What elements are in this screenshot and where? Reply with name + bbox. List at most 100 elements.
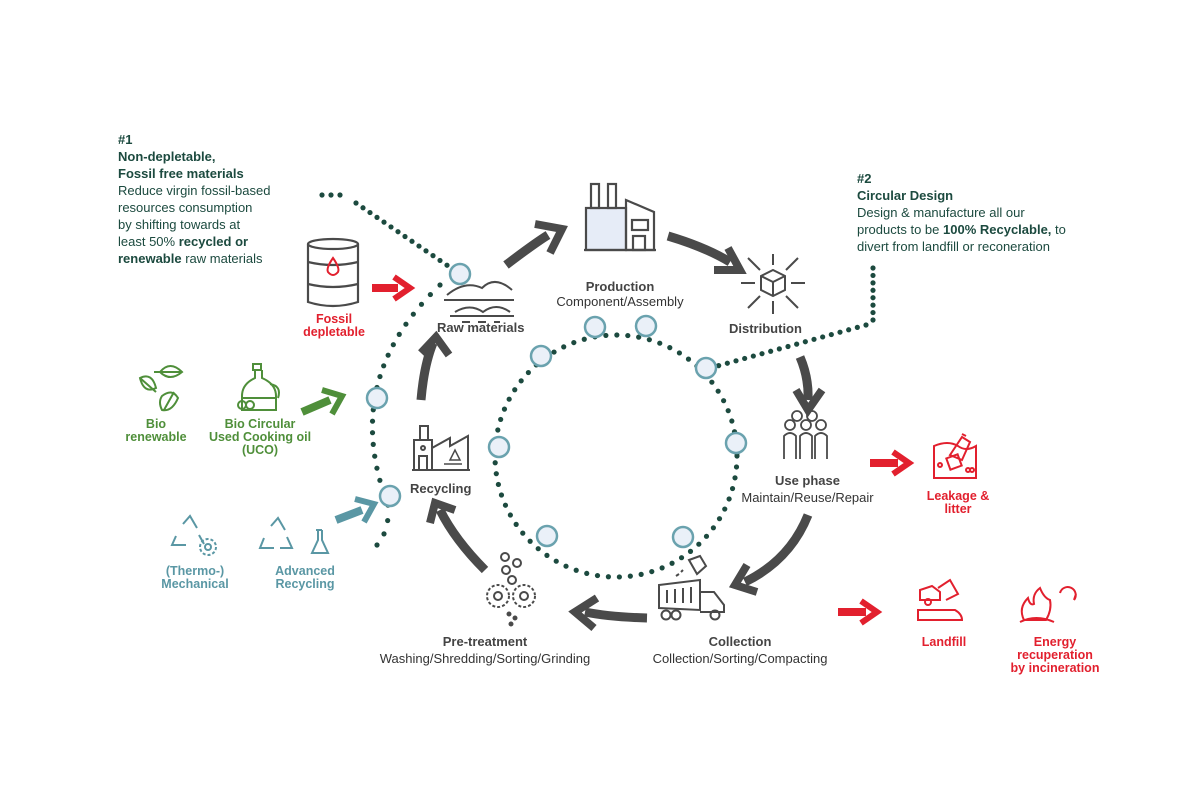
outer-loop-dot [374, 542, 380, 548]
output-energy-line1: Energy [1033, 635, 1077, 649]
dump-truck-icon [917, 578, 964, 621]
cycle-nodes [365, 262, 748, 549]
arrow-use-to-collection [728, 513, 813, 596]
inner-loop-dot [498, 492, 505, 498]
fossil-arrow [372, 274, 416, 302]
arrow-distribution-to-use [792, 355, 826, 418]
stage-pre-treatment-subtitle: Washing/Shredding/Sorting/Grinding [379, 651, 591, 666]
inner-loop-dot [584, 570, 590, 577]
goal1-title-line2: Fossil free materials [118, 166, 244, 181]
stage-use-phase-subtitle: Maintain/Reuse/Repair [741, 490, 874, 505]
goal2-connector-dot [716, 363, 722, 369]
goal2-connector-dot [870, 295, 876, 301]
goal2-connector-dot [820, 334, 826, 340]
goal1-connector-dot [337, 192, 343, 198]
inner-loop-dot [513, 521, 519, 527]
gears-icon [486, 552, 536, 627]
stage-use-phase: Use phase Maintain/Reuse/Repair [725, 473, 890, 505]
goal2-connector-dot [811, 336, 817, 342]
input-bio-circular-line1: Bio Circular [224, 417, 296, 431]
goal1-line1: Reduce virgin fossil-based [118, 183, 271, 198]
cycle-node [487, 435, 511, 459]
inner-loop-dot [649, 568, 655, 575]
output-leakage-line1: Leakage & [926, 489, 990, 503]
inner-loop-dot [614, 332, 620, 338]
goal1-line4-pre: least 50% [118, 234, 179, 249]
stage-production-subtitle: Component/Assembly [556, 294, 684, 309]
cycle-node [448, 262, 472, 286]
garbage-truck-icon [658, 554, 725, 621]
inner-loop-dot [544, 552, 550, 558]
sand-piles-icon [444, 281, 514, 323]
inner-loop-dot [594, 572, 601, 579]
leaves-icon [138, 365, 184, 412]
outer-loop-dot [427, 291, 433, 298]
inner-loop-dot [506, 396, 512, 402]
inner-loop-dot [676, 350, 683, 356]
inner-loop-dot [507, 512, 513, 518]
inner-loop-dot [553, 558, 559, 564]
inner-loop-dot [646, 337, 652, 343]
inner-loop-dot [709, 379, 715, 385]
cycle-node [378, 484, 402, 508]
output-energy-line2: recuperation [1017, 648, 1093, 662]
goal2-connector-dot [776, 346, 782, 352]
inner-loop-dot [667, 345, 673, 351]
inner-loop-dot [493, 471, 499, 477]
inner-loop-dot [502, 502, 509, 508]
inner-loop-dot [638, 571, 644, 577]
oil-barrel-icon [306, 237, 360, 308]
inner-loop-dot [657, 340, 663, 346]
input-bio-renewable-line1: Bio [145, 417, 167, 431]
input-bio-renewable-label: Bio renewable [118, 418, 194, 444]
goal2-connector-dot [724, 360, 730, 366]
goal1-connector-dot [402, 233, 408, 240]
outer-loop-dot [390, 342, 396, 348]
cycle-node [724, 431, 748, 455]
outer-loop-dot [370, 441, 376, 447]
arrow-collection-to-pretreatment [568, 594, 648, 632]
goal2-connector-dot [854, 324, 860, 330]
stage-recycling-title: Recycling [410, 481, 472, 496]
cycle-node [365, 386, 389, 410]
box-arrows-icon [741, 254, 805, 314]
outer-loop-dot [377, 373, 383, 380]
input-fossil-label: Fossil depletable [296, 313, 372, 339]
inner-loop-dot [669, 560, 675, 566]
goal2-connector-dot [759, 351, 765, 357]
inner-loop-dot [627, 573, 633, 579]
goal2-line1: Design & manufacture all our [857, 205, 1025, 220]
goal2-connector-dot [837, 329, 843, 335]
recycling-input-arrow [334, 496, 379, 524]
people-icon [783, 410, 828, 459]
goal2-title: Circular Design [857, 188, 954, 203]
goal1-connector-dot [423, 248, 429, 254]
inner-loop-dot [687, 548, 694, 554]
inner-loop-dot [733, 464, 740, 470]
outer-loop-dot [418, 301, 425, 307]
inner-loop-dot [659, 565, 665, 571]
goal1-connector-dot [437, 257, 443, 264]
goal2-connector-dot [863, 322, 869, 328]
inner-loop-dot [721, 398, 727, 404]
stage-collection: Collection Collection/Sorting/Compacting [630, 634, 850, 666]
goal1-line3: by shifting towards at [118, 217, 241, 232]
uco-arrow [300, 387, 347, 416]
input-fossil-line2: depletable [303, 325, 365, 339]
goal2-connector-dot [794, 341, 800, 347]
goal1-connector-dot [395, 229, 401, 235]
goal1-line5: renewable raw materials [118, 250, 270, 267]
stage-use-phase-title: Use phase [774, 473, 841, 488]
goal1-connector-dot [319, 192, 325, 198]
recycle-flask-icon [258, 516, 330, 554]
goal1-connector-dot [409, 238, 415, 244]
cycle-node [535, 524, 559, 548]
goal2-line2: products to be 100% Recyclable, to [857, 221, 1066, 238]
output-energy-line3: by incineration [1010, 661, 1100, 675]
inner-loop-dot [710, 525, 716, 531]
goal1-line4: least 50% recycled or [118, 233, 270, 250]
outer-loop-dot [385, 517, 391, 524]
inner-loop-dot [573, 567, 579, 573]
